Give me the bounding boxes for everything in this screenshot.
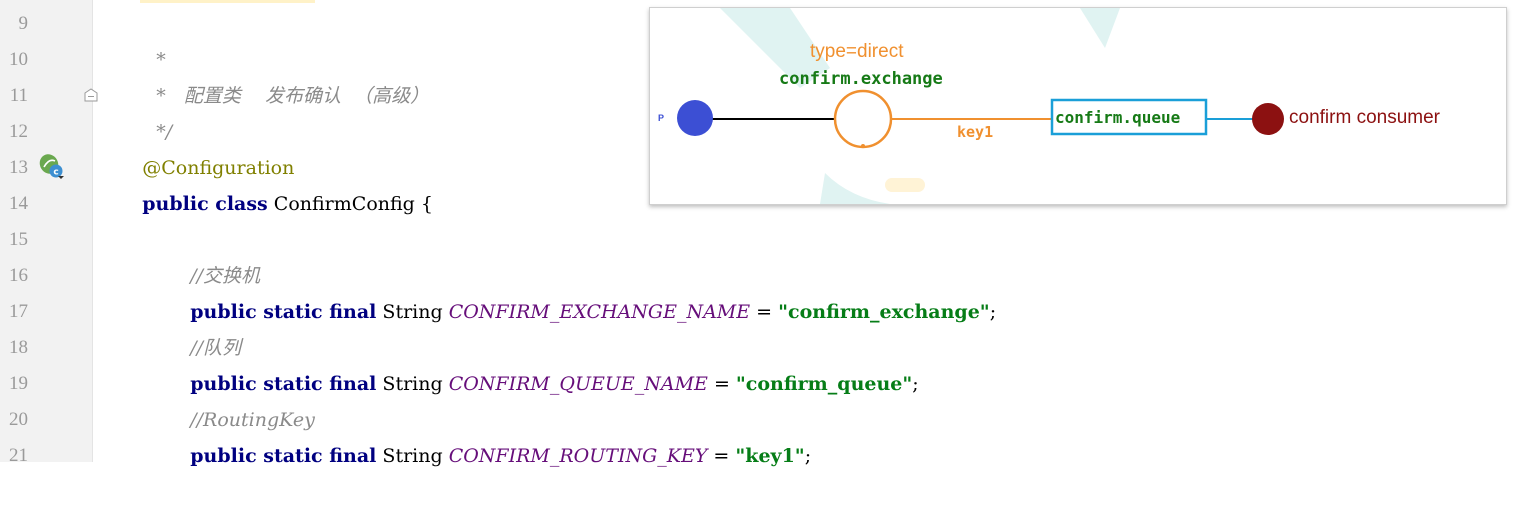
selection-highlight	[140, 0, 315, 3]
line-number: 21	[9, 445, 28, 466]
rabbitmq-diagram: P type=direct confirm.exchange key1 conf…	[649, 7, 1507, 205]
code-line-19: //RoutingKey	[190, 409, 315, 431]
watermark-shape	[820, 173, 890, 204]
line-number: 9	[18, 13, 29, 34]
svg-text:c: c	[53, 168, 58, 178]
line-number: 13	[9, 157, 28, 178]
line-number: 10	[9, 49, 28, 70]
queue-name-label: confirm.queue	[1055, 108, 1180, 127]
code-line-11: */	[156, 121, 173, 143]
watermark-shape	[1080, 8, 1120, 48]
watermark-shape	[885, 178, 925, 192]
line-number: 14	[9, 193, 28, 214]
diagram-canvas: P type=direct confirm.exchange key1 conf…	[658, 8, 1441, 204]
code-editor[interactable]: 9 10 11 12 13 14 15 16 17 18 19 20 21 c	[0, 0, 1535, 467]
line-number: 18	[9, 337, 28, 358]
line-number: 12	[9, 121, 28, 142]
routing-key-label: key1	[957, 123, 993, 141]
exchange-node-dot	[861, 144, 865, 148]
line-number: 19	[9, 373, 28, 394]
spring-bean-icon[interactable]: c	[38, 152, 66, 180]
code-line-10: * 配置类 发布确认 （高级）	[156, 85, 430, 107]
code-line-17: //队列	[190, 337, 242, 359]
consumer-label: confirm consumer	[1289, 107, 1441, 128]
exchange-name-label: confirm.exchange	[779, 69, 943, 89]
line-number: 11	[9, 85, 28, 106]
code-line-15: //交换机	[190, 265, 261, 287]
line-number: 16	[9, 265, 28, 286]
producer-label: P	[658, 113, 664, 123]
watermark-shape	[720, 8, 830, 88]
exchange-node	[833, 89, 893, 149]
queue-box	[1050, 98, 1208, 136]
code-line-9: *	[156, 49, 166, 71]
code-line-18: public static final String CONFIRM_QUEUE…	[190, 373, 919, 395]
editor-gutter: 9 10 11 12 13 14 15 16 17 18 19 20 21 c	[0, 0, 93, 466]
producer-node	[677, 100, 713, 136]
line-number: 15	[9, 229, 28, 250]
fold-collapse-icon[interactable]	[84, 87, 98, 102]
exchange-type-label: type=direct	[810, 41, 904, 62]
consumer-node	[1252, 103, 1284, 135]
line-number: 17	[9, 301, 28, 322]
code-line-13: public class ConfirmConfig {	[142, 193, 433, 215]
code-line-16: public static final String CONFIRM_EXCHA…	[190, 301, 997, 323]
line-number: 20	[9, 409, 28, 430]
code-line-20: public static final String CONFIRM_ROUTI…	[190, 445, 812, 467]
code-line-12: @Configuration	[142, 157, 295, 179]
